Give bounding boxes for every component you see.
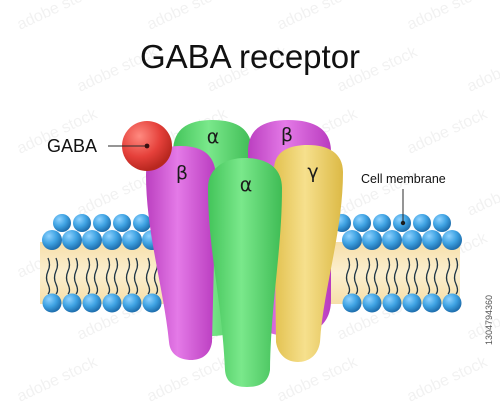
gaba-molecule (108, 121, 172, 171)
gaba-label: GABA (47, 136, 97, 156)
phospholipid-head (422, 230, 442, 250)
diagram-title: GABA receptor (140, 38, 360, 75)
subunit-label-beta-front: β (176, 162, 188, 184)
watermark-text: adobe stock (405, 0, 491, 34)
lipid-tail (365, 257, 371, 295)
cell-membrane (40, 214, 462, 313)
phospholipid-head (62, 230, 82, 250)
phospholipid-head (82, 293, 102, 313)
phospholipid-heads-top-front (42, 230, 462, 250)
phospholipid-head (102, 293, 122, 313)
phospholipid-head (42, 293, 62, 313)
watermark-text: adobe stock (405, 105, 491, 157)
subunit-label-beta-back: β (281, 124, 293, 146)
phospholipid-head (413, 214, 431, 232)
watermark-text: adobe stock (15, 353, 101, 405)
phospholipid-heads-top-back (53, 214, 451, 232)
phospholipid-head (53, 214, 71, 232)
lipid-tail (453, 257, 459, 295)
watermark-text: adobe stock (405, 353, 491, 405)
phospholipid-head (102, 230, 122, 250)
phospholipid-head (433, 214, 451, 232)
phospholipid-head (93, 214, 111, 232)
subunit-gamma (274, 145, 343, 362)
phospholipid-heads-bottom (42, 293, 462, 313)
phospholipid-head (113, 214, 131, 232)
phospholipid-head (442, 230, 462, 250)
phospholipid-head (122, 293, 142, 313)
lipid-tail (93, 257, 99, 295)
lipid-tail (413, 257, 419, 295)
lipid-tail (425, 257, 431, 295)
lipid-tail (445, 257, 451, 295)
cell-membrane-pointer (400, 189, 406, 226)
watermark-text: adobe stock (15, 0, 101, 34)
phospholipid-head (42, 230, 62, 250)
watermark-text: adobe stock (275, 353, 361, 405)
phospholipid-head (342, 293, 362, 313)
lipid-tail (105, 257, 111, 295)
phospholipid-head (353, 214, 371, 232)
lipid-tail (113, 257, 119, 295)
subunit-label-alpha-front: α (240, 174, 253, 196)
phospholipid-head (373, 214, 391, 232)
phospholipid-head (62, 293, 82, 313)
phospholipid-head (382, 230, 402, 250)
subunit-label-gamma: γ (307, 161, 318, 183)
phospholipid-head (422, 293, 442, 313)
phospholipid-head (402, 293, 422, 313)
watermark-text: adobe stock (275, 0, 361, 34)
subunit-beta-front (146, 146, 216, 360)
lipid-tail (145, 257, 151, 295)
watermark-text: adobe stock (465, 167, 500, 219)
phospholipid-head (142, 293, 162, 313)
cell-membrane-label: Cell membrane (361, 172, 446, 186)
phospholipid-head (362, 230, 382, 250)
lipid-tail (85, 257, 91, 295)
lipid-tail (393, 257, 399, 295)
lipid-tail (353, 257, 359, 295)
phospholipid-head (82, 230, 102, 250)
lipid-tail (345, 257, 351, 295)
phospholipid-head (442, 293, 462, 313)
watermark-text: adobe stock (145, 353, 231, 405)
phospholipid-head (402, 230, 422, 250)
lipid-tail (133, 257, 139, 295)
lipid-tail (433, 257, 439, 295)
phospholipid-head (122, 230, 142, 250)
phospholipid-head (342, 230, 362, 250)
watermark-text: adobe stock (145, 0, 231, 34)
lipid-tail (45, 257, 51, 295)
lipid-tail (73, 257, 79, 295)
phospholipid-head (133, 214, 151, 232)
stock-id: 1304794360 (484, 295, 494, 345)
watermark-text: adobe stock (465, 291, 500, 343)
lipid-tail (373, 257, 379, 295)
lipid-tail (53, 257, 59, 295)
receptor-protein: α β β α γ (146, 120, 343, 387)
phospholipid-head (382, 293, 402, 313)
lipid-tail (405, 257, 411, 295)
lipid-tail (385, 257, 391, 295)
watermark-text: adobe stock (465, 43, 500, 95)
lipid-tail (65, 257, 71, 295)
lipid-tail (125, 257, 131, 295)
phospholipid-head (73, 214, 91, 232)
subunit-alpha-front (208, 158, 282, 387)
subunit-label-alpha-back: α (207, 126, 220, 148)
phospholipid-head (362, 293, 382, 313)
